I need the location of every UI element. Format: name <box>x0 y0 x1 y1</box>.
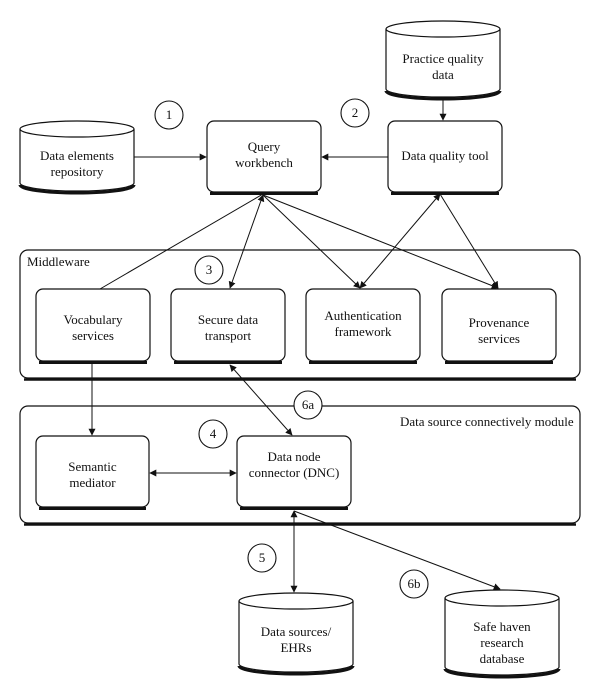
marker-6a: 6a <box>301 397 315 412</box>
vocabulary-label: Vocabulary services <box>63 312 123 343</box>
semantic-mediator-box <box>35 435 150 510</box>
query-workbench-label: Query workbench <box>235 139 293 170</box>
data-elements-cylinder <box>18 120 136 195</box>
marker-4: 4 <box>209 426 217 441</box>
vocabulary-services-box <box>35 288 151 364</box>
marker-2-circle <box>340 98 370 128</box>
secure-data-transport-box <box>170 288 286 364</box>
data-quality-tool-label: Data quality tool <box>401 148 489 163</box>
safe-haven-label: Safe haven research database <box>473 619 531 666</box>
marker-2: 2 <box>351 105 359 120</box>
arrow-qw-auth <box>262 194 361 289</box>
middleware-title: Middleware <box>27 254 90 269</box>
auth-label: Authentication framework <box>324 308 402 339</box>
data-elements-label: Data elements repository <box>40 148 114 179</box>
provenance-label: Provenance services <box>468 315 530 346</box>
marker-4-circle <box>198 419 228 449</box>
arrow-secure-dnc <box>229 364 293 436</box>
arrow-dqt-auth <box>359 193 441 289</box>
marker-1-circle <box>154 100 184 130</box>
marker-5-circle <box>247 543 277 573</box>
semantic-label: Semantic mediator <box>68 459 117 490</box>
data-node-connector-box <box>236 435 352 510</box>
data-sources-label: Data sources/ EHRs <box>260 624 332 655</box>
practice-quality-label: Practice quality data <box>402 51 484 82</box>
marker-3: 3 <box>205 262 213 277</box>
authentication-framework-box <box>305 288 421 364</box>
practice-quality-cylinder <box>384 20 502 101</box>
marker-6a-circle <box>293 390 323 420</box>
marker-3-circle <box>194 255 224 285</box>
marker-6b: 6b <box>407 576 421 591</box>
marker-5: 5 <box>258 550 266 565</box>
marker-1: 1 <box>165 107 173 122</box>
safe-haven-cylinder <box>443 589 561 679</box>
arrow-dqt-prov <box>439 193 499 289</box>
secure-transport-label: Secure data transport <box>197 312 259 343</box>
dsc-module-title: Data source connectively module <box>400 414 574 429</box>
arrow-qw-secure <box>228 194 265 289</box>
data-sources-cylinder <box>237 592 355 676</box>
marker-6b-circle <box>399 569 429 599</box>
provenance-services-box <box>441 288 557 364</box>
query-workbench-box <box>206 120 322 195</box>
arrow-dnc-safehaven <box>293 510 501 591</box>
dnc-label: Data node connector (DNC) <box>248 449 340 480</box>
